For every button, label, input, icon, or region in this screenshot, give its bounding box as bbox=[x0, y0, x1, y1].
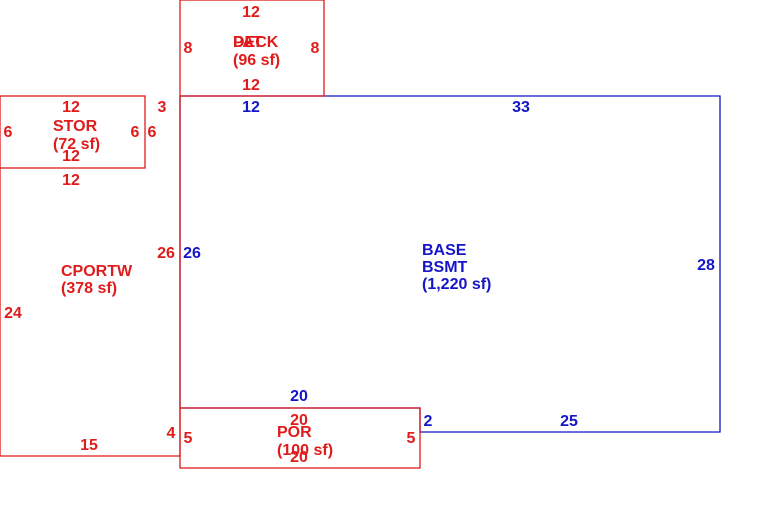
deck-outline bbox=[179, 0, 325, 97]
base-dim-bottom-right: 25 bbox=[560, 413, 578, 430]
stor-code: STOR bbox=[53, 118, 98, 135]
deck-dim-left: 8 bbox=[184, 40, 193, 57]
cportw-dim-bottom: 15 bbox=[80, 437, 98, 454]
cportw-dim-right: 26 bbox=[157, 245, 175, 262]
deck-dim-top: 12 bbox=[242, 4, 260, 21]
cportw-dim-upper-left: 6 bbox=[148, 124, 157, 141]
base-dim-top: 33 bbox=[512, 99, 530, 116]
deck-dim-bottom: 12 bbox=[242, 77, 260, 94]
por-dim-top: 20 bbox=[290, 412, 308, 429]
por-dim-right: 5 bbox=[407, 430, 416, 447]
por-code: POR bbox=[277, 424, 312, 441]
cportw-dim-left: 24 bbox=[4, 305, 22, 322]
cportw-code: CPORTW bbox=[61, 263, 133, 280]
base-area: (1,220 sf) bbox=[422, 276, 491, 293]
por-dim-bottom: 20 bbox=[290, 449, 308, 466]
por-dim-left: 5 bbox=[184, 430, 193, 447]
cportw-outline bbox=[0, 96, 181, 457]
cportw-area: (378 sf) bbox=[61, 280, 117, 297]
base-dim-top-left: 12 bbox=[242, 99, 260, 116]
base-dim-step: 2 bbox=[424, 413, 433, 430]
stor-dim-top: 12 bbox=[62, 99, 80, 116]
deck-code-pat: PAT bbox=[233, 34, 263, 51]
base-dim-bottom-left: 20 bbox=[290, 388, 308, 405]
deck-code-deck: DECK bbox=[233, 34, 279, 51]
por-outline bbox=[179, 407, 421, 469]
base-dim-left: 26 bbox=[183, 245, 201, 262]
cportw-dim-lower-right: 4 bbox=[167, 425, 176, 442]
base-code: BASE bbox=[422, 242, 467, 259]
deck-dim-right: 8 bbox=[311, 40, 320, 57]
stor-area: (72 sf) bbox=[53, 136, 100, 153]
stor-dim-bottom: 12 bbox=[62, 148, 80, 165]
stor-dim-left: 6 bbox=[4, 124, 13, 141]
stor-outline bbox=[0, 95, 146, 169]
cportw-dim-top: 12 bbox=[62, 172, 80, 189]
cportw-dim-gap: 3 bbox=[158, 99, 167, 116]
base-dim-right: 28 bbox=[697, 257, 715, 274]
por-area: (100 sf) bbox=[277, 442, 333, 459]
deck-area: (96 sf) bbox=[233, 52, 280, 69]
base-code-2: BSMT bbox=[422, 259, 468, 276]
stor-dim-right: 6 bbox=[131, 124, 140, 141]
